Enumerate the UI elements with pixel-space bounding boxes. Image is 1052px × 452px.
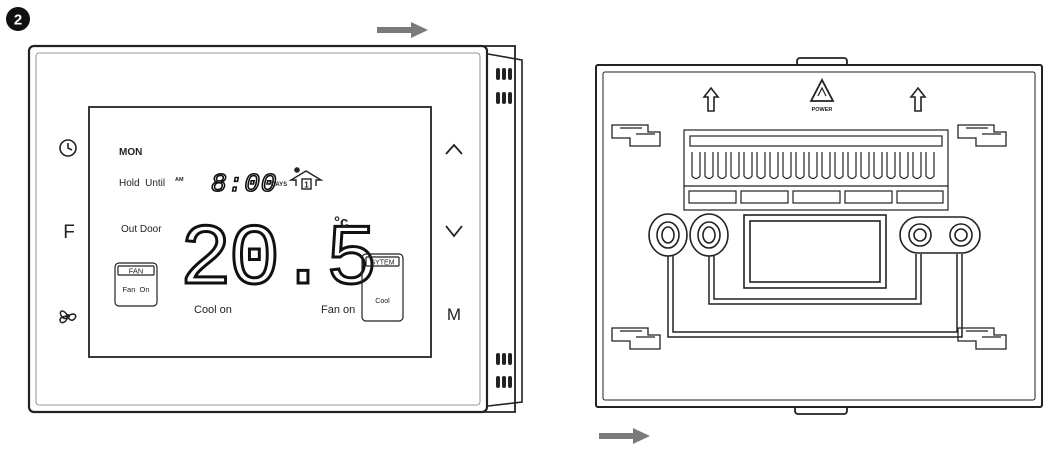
system-box-value: Cool bbox=[375, 298, 390, 305]
slide-arrow-bottom bbox=[599, 428, 650, 444]
clock-icon[interactable] bbox=[59, 139, 77, 157]
screw-holes bbox=[648, 213, 981, 257]
terminal-block bbox=[683, 129, 949, 211]
hold-until-label: Hold Until bbox=[119, 178, 165, 189]
time-value: 8:00 bbox=[211, 169, 277, 199]
chevron-up-icon[interactable] bbox=[445, 143, 463, 155]
power-label: POWER bbox=[812, 107, 833, 113]
slide-arrow-top bbox=[377, 22, 428, 38]
system-box bbox=[361, 253, 404, 322]
fan-box bbox=[114, 262, 158, 307]
system-box-title: SYTEM bbox=[370, 260, 394, 267]
home-day-icon bbox=[288, 167, 324, 190]
center-opening bbox=[743, 214, 887, 289]
chevron-down-icon[interactable] bbox=[445, 225, 463, 238]
cool-on-label: Cool on bbox=[194, 304, 232, 316]
time-display: 8:00 bbox=[210, 168, 277, 200]
wiring-traces bbox=[667, 254, 963, 338]
day-label: MON bbox=[119, 147, 142, 158]
fan-icon[interactable] bbox=[59, 310, 77, 324]
home-day-number: 1 bbox=[304, 181, 309, 190]
vent-slots bbox=[496, 68, 512, 388]
thermostat-back bbox=[595, 57, 1043, 415]
fan-box-value: Fan On bbox=[122, 285, 149, 294]
f-button[interactable]: F bbox=[63, 222, 75, 243]
m-button[interactable]: M bbox=[447, 305, 461, 324]
up-arrow-icon bbox=[702, 86, 927, 112]
outdoor-label: Out Door bbox=[121, 224, 162, 235]
temperature-value: 20.5 bbox=[180, 211, 374, 309]
step-number: 2 bbox=[14, 12, 22, 29]
corner-clips bbox=[611, 124, 1007, 350]
step-badge: 2 bbox=[6, 7, 30, 31]
days-label: DAYS bbox=[271, 182, 287, 188]
fan-box-title: FAN bbox=[129, 267, 144, 276]
am-label: AM bbox=[175, 177, 184, 183]
fan-on-label: Fan on bbox=[321, 304, 355, 316]
temperature-unit: °c bbox=[334, 214, 348, 231]
triangle-warning-icon bbox=[809, 78, 835, 102]
lcd-screen bbox=[88, 106, 432, 358]
